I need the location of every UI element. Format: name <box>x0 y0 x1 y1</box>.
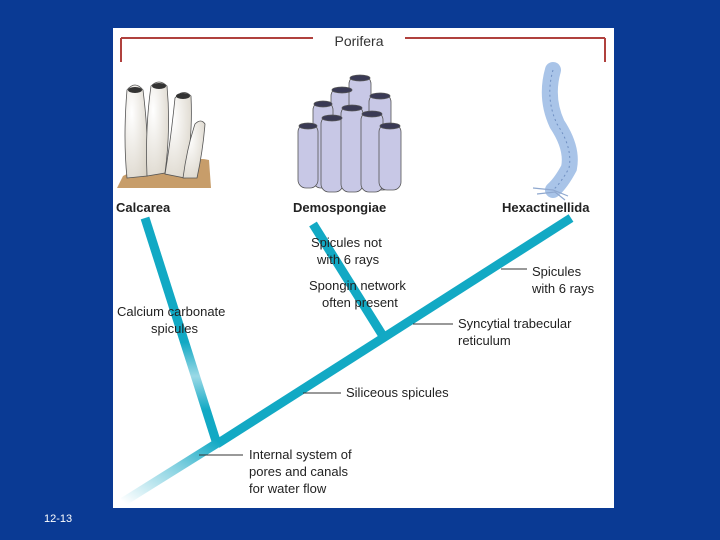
svg-text:pores and canals: pores and canals <box>249 464 349 479</box>
phylogeny-branches <box>120 214 574 506</box>
svg-text:reticulum: reticulum <box>458 333 511 348</box>
label-siliceous: Siliceous spicules <box>346 385 449 400</box>
label-spongin: Spongin network often present <box>309 278 406 310</box>
slide-number: 12-13 <box>44 513 73 525</box>
branch-demospongiae <box>309 221 387 339</box>
branch-main <box>214 214 574 448</box>
svg-text:Spicules not: Spicules not <box>311 235 382 250</box>
svg-text:often present: often present <box>322 295 398 310</box>
svg-text:for water flow: for water flow <box>249 481 327 496</box>
label-syncytial: Syncytial trabecular reticulum <box>458 316 572 348</box>
svg-text:with 6 rays: with 6 rays <box>316 252 380 267</box>
svg-text:Spongin network: Spongin network <box>309 278 406 293</box>
svg-text:with 6 rays: with 6 rays <box>531 281 595 296</box>
label-spicules-6: Spicules with 6 rays <box>531 264 595 296</box>
taxon-hexactinellida: Hexactinellida <box>502 200 590 215</box>
taxon-calcarea: Calcarea <box>116 200 171 215</box>
demospongiae-illustration <box>297 74 402 193</box>
label-calcium-carbonate: Calcium carbonate spicules <box>117 304 225 336</box>
porifera-bracket <box>120 37 606 62</box>
svg-text:Calcium carbonate: Calcium carbonate <box>117 304 225 319</box>
svg-text:Internal system of: Internal system of <box>249 447 352 462</box>
svg-text:Syncytial trabecular: Syncytial trabecular <box>458 316 572 331</box>
trait-callouts <box>199 268 527 456</box>
label-internal-system: Internal system of pores and canals for … <box>249 447 352 496</box>
branch-calcarea <box>140 216 222 446</box>
diagram-panel: Porifera <box>113 28 614 508</box>
phylogeny-diagram: Porifera <box>116 33 606 506</box>
calcarea-illustration <box>117 81 211 188</box>
taxon-demospongiae: Demospongiae <box>293 200 386 215</box>
group-label: Porifera <box>334 33 383 49</box>
label-spicules-not-6: Spicules not with 6 rays <box>311 235 382 267</box>
svg-text:Spicules: Spicules <box>532 264 582 279</box>
svg-text:spicules: spicules <box>151 321 198 336</box>
branch-root <box>120 438 222 506</box>
hexactinellida-illustration <box>532 62 578 201</box>
